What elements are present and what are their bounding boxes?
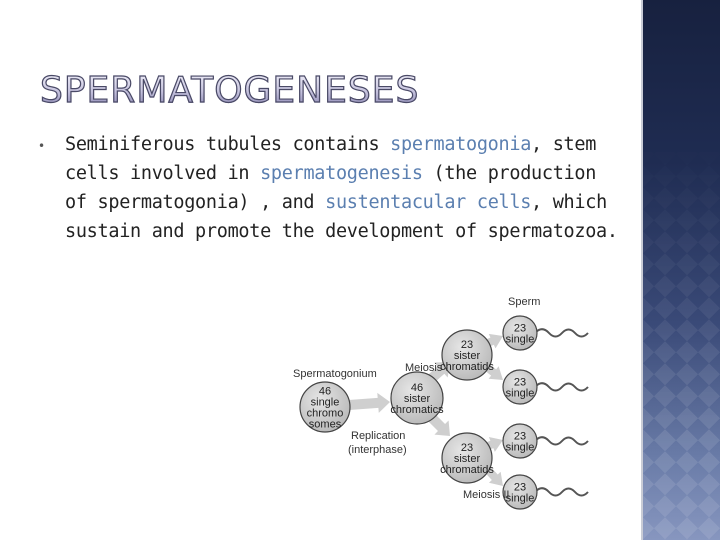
cell-body bbox=[299, 381, 351, 433]
text-part: Seminiferous tubules contains bbox=[65, 134, 391, 155]
cell-text: single bbox=[506, 442, 535, 454]
arrow bbox=[428, 414, 450, 436]
link-spermatogonia[interactable]: spermatogonia bbox=[390, 134, 532, 155]
arrow bbox=[486, 333, 503, 349]
link-spermatogenesis[interactable]: spermatogenesis bbox=[260, 163, 423, 184]
text-part: (the production of spermatogonia) , and bbox=[65, 163, 597, 213]
cell-body bbox=[502, 423, 538, 459]
arrow bbox=[485, 467, 503, 486]
cell-text: 23 bbox=[514, 377, 526, 389]
cell-text: somes bbox=[309, 419, 342, 431]
meiosis-1-label: Meiosis I bbox=[405, 362, 448, 374]
decorative-side-panel bbox=[643, 0, 720, 540]
cell-text: 23 bbox=[514, 431, 526, 443]
cell-body bbox=[502, 369, 538, 405]
replication-label: Replication bbox=[351, 430, 405, 442]
bullet-icon: • bbox=[38, 139, 46, 153]
cell-text: 46 bbox=[411, 382, 423, 394]
cell-text: chromatids bbox=[440, 464, 494, 476]
cell-text: 23 bbox=[514, 323, 526, 335]
cell-text: sister bbox=[454, 453, 481, 465]
meiosis-2-label: Meiosis II bbox=[463, 489, 509, 501]
sperm-tail bbox=[535, 487, 589, 497]
cell-text: 23 bbox=[514, 482, 526, 494]
sperm-tail bbox=[535, 436, 589, 446]
sperm-tail bbox=[535, 382, 589, 392]
side-panel-edge bbox=[641, 0, 643, 540]
cell-text: chromatics bbox=[390, 404, 444, 416]
cell-text: sister bbox=[404, 393, 431, 405]
cell-body bbox=[502, 474, 538, 510]
interphase-label: (interphase) bbox=[348, 444, 407, 456]
bullet-text: Seminiferous tubules contains spermatogo… bbox=[65, 130, 625, 246]
cell-text: 46 bbox=[319, 386, 331, 398]
text-part: , which sustain and promote the developm… bbox=[65, 192, 618, 242]
arrow bbox=[485, 364, 503, 380]
arrow bbox=[348, 392, 390, 413]
cell-text: single bbox=[506, 493, 535, 505]
sperm-label: Sperm bbox=[508, 296, 540, 308]
spermatogonium-label: Spermatogonium bbox=[293, 368, 377, 380]
cell-body bbox=[441, 432, 493, 484]
cell-text: single bbox=[506, 388, 535, 400]
link-sustentacular-cells[interactable]: sustentacular cells bbox=[325, 192, 532, 213]
cell-text: sister bbox=[454, 350, 481, 362]
cell-text: 23 bbox=[461, 442, 473, 454]
cell-text: single bbox=[311, 397, 340, 409]
cell-body bbox=[502, 315, 538, 351]
slide-title: SPERMATOGENESES bbox=[39, 69, 420, 111]
cell-text: single bbox=[506, 334, 535, 346]
sperm-tail bbox=[535, 328, 589, 338]
text-part: , stem cells involved in bbox=[65, 134, 597, 184]
cell-body bbox=[390, 371, 444, 425]
cell-text: 23 bbox=[461, 339, 473, 351]
cell-text: chromatids bbox=[440, 361, 494, 373]
cell-text: chromo bbox=[307, 408, 344, 420]
cell-body bbox=[441, 329, 493, 381]
